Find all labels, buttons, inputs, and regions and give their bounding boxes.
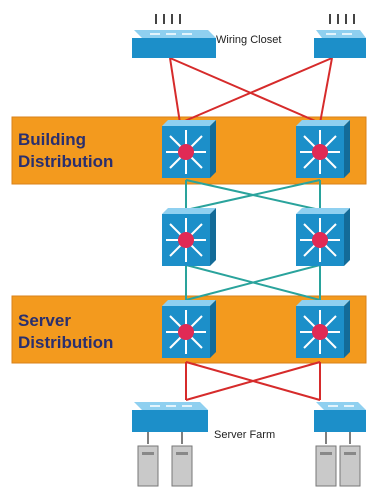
core-switch-right [295, 207, 351, 267]
server-distribution-label-line1: Server [18, 311, 71, 330]
wiring-closet-switch-right [314, 14, 366, 58]
server-icon [137, 445, 159, 487]
core-switch-left [161, 207, 217, 267]
server-farm-label: Server Farm [214, 429, 275, 441]
building-distribution-label-line2: Distribution [18, 152, 113, 171]
building-distribution-switch-right [295, 119, 351, 179]
server-farm-links [185, 361, 321, 401]
server-farm-switch-left [132, 402, 208, 444]
server-icon [339, 445, 361, 487]
server-distribution-switch-right [295, 299, 351, 359]
wiring-closet-switch-left [132, 14, 216, 58]
building-distribution-label-line1: Building [18, 130, 86, 149]
server-icon [171, 445, 193, 487]
server-distribution-switch-left [161, 299, 217, 359]
access-uplinks [169, 57, 333, 124]
distribution-core-links [185, 179, 321, 301]
building-distribution-switch-left [161, 119, 217, 179]
server-icon [315, 445, 337, 487]
wiring-closet-label: Wiring Closet [216, 34, 281, 46]
server-distribution-label-line2: Distribution [18, 333, 113, 352]
server-farm-switch-right [314, 402, 366, 444]
